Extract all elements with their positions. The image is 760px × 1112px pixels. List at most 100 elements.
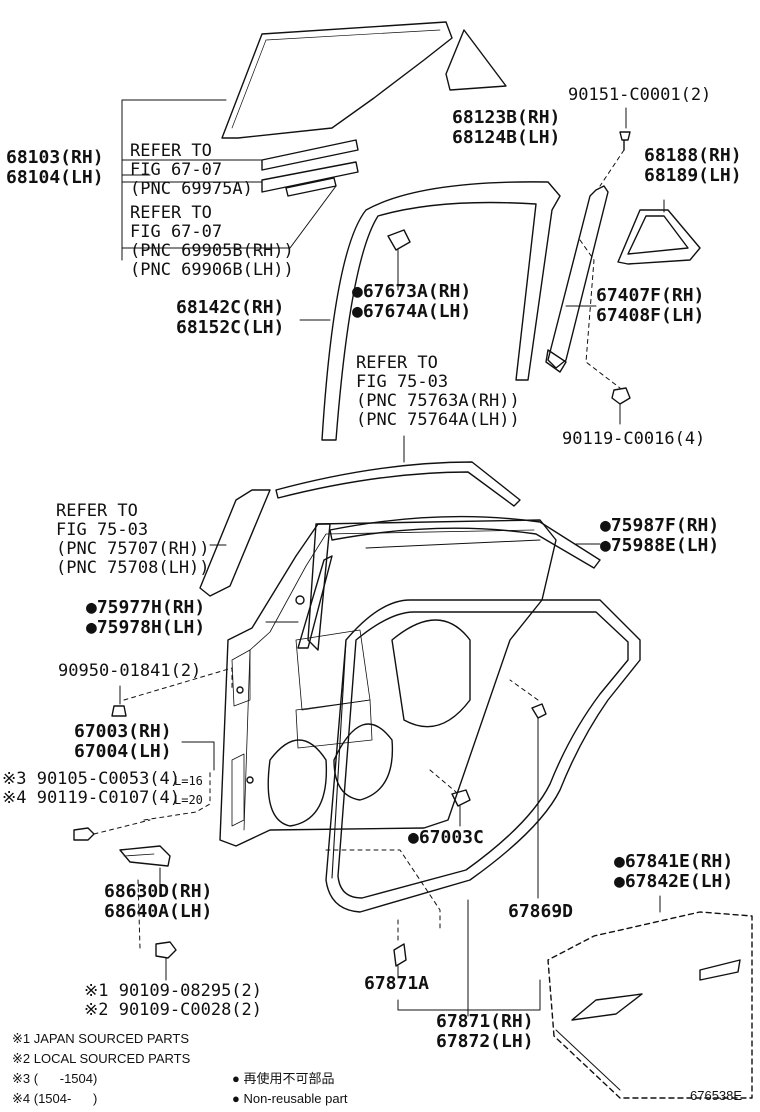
bolt-90119-c0107 (73, 827, 95, 841)
label-68152c-lh: 68152C(LH) (176, 317, 285, 338)
label-68103-rh: 68103(RH) (6, 147, 104, 168)
label-75987: ●75987F(RH) ●75988E(LH) (600, 516, 719, 556)
footnote-local: ※2 LOCAL SOURCED PARTS (12, 1051, 191, 1066)
label-67871a: 67871A (364, 974, 429, 994)
ref-fig-67-07-b: REFER TO FIG 67-07 (PNC 69905B(RH)) (PNC… (130, 204, 294, 280)
label-68640a-lh: 68640A(LH) (104, 901, 213, 922)
label-68188-rh: 68188(RH) (644, 145, 742, 166)
ref-line-4: (PNC 75764A(LH)) (356, 410, 520, 430)
ref-line-2: FIG 67-07 (130, 160, 223, 180)
legend-non-reusable-en: ● Non-reusable part (232, 1091, 348, 1106)
ref-fig-75-03-a: REFER TO FIG 75-03 (PNC 75763A(RH)) (PNC… (356, 354, 520, 430)
label-75978h-lh: ●75978H(LH) (86, 617, 206, 638)
label-90109-c0028: ※2 90109-C0028(2) (84, 1000, 263, 1020)
ref-line-4: (PNC 75708(LH)) (56, 558, 210, 578)
ref-fig-67-07-a: REFER TO FIG 67-07 (PNC 69975A) (130, 142, 253, 199)
door-weatherstrip (325, 599, 641, 913)
screw-90151 (619, 131, 631, 151)
ref-line-3: (PNC 69975A) (130, 179, 253, 199)
label-68104-lh: 68104(LH) (6, 167, 104, 188)
label-90105-c0053: ※3 90105-C0053(4) (2, 769, 181, 789)
label-67871: 67871(RH) 67872(LH) (436, 1012, 534, 1052)
quarter-glass (445, 29, 507, 91)
label-67674a-lh: ●67674A(LH) (352, 301, 472, 322)
label-90950: 90950-01841(2) (58, 662, 201, 681)
quarter-frame (617, 209, 701, 265)
footnote-range-3: ※3 ( -1504) (12, 1071, 98, 1086)
ref-line-1: REFER TO (56, 501, 138, 521)
label-67869: 67869D (508, 902, 573, 922)
label-67003c-text: ●67003C (408, 827, 484, 848)
label-length-16: L=16 (174, 774, 203, 788)
label-67673: ●67673A(RH) ●67674A(LH) (352, 282, 471, 322)
label-68630: 68630D(RH) 68640A(LH) (104, 882, 212, 922)
clip-67871a (393, 943, 407, 967)
label-67673a-rh: ●67673A(RH) (352, 281, 472, 302)
ref-line-2: FIG 67-07 (130, 222, 223, 242)
label-67841: ●67841E(RH) ●67842E(LH) (614, 852, 733, 892)
ref-line-1: REFER TO (130, 203, 212, 223)
belt-molding (275, 461, 521, 507)
ref-line-2: FIG 75-03 (356, 372, 449, 392)
ref-line-2: FIG 75-03 (56, 520, 149, 540)
label-90119-c0107: ※4 90119-C0107(4) (2, 788, 181, 808)
glass-run (321, 181, 561, 441)
label-67003: 67003(RH) 67004(LH) (74, 722, 172, 762)
label-length-20: L=20 (174, 793, 203, 807)
label-68124b-lh: 68124B(LH) (452, 127, 561, 148)
clip-67869d (531, 703, 547, 719)
pillar-garnish (199, 489, 271, 597)
glass-run-strip-1 (261, 139, 359, 171)
label-67003-rh: 67003(RH) (74, 721, 172, 742)
label-75987f-rh: ●75987F(RH) (600, 515, 720, 536)
label-67871a-text: 67871A (364, 973, 430, 994)
label-67869d-text: 67869D (508, 901, 574, 922)
footnote-range-4: ※4 (1504- ) (12, 1091, 98, 1106)
label-90950-text: 90950-01841(2) (58, 661, 202, 681)
label-67841e-rh: ●67841E(RH) (614, 851, 734, 872)
ref-line-1: REFER TO (130, 141, 212, 161)
label-68142: 68142C(RH) 68152C(LH) (176, 298, 284, 338)
ref-line-3: (PNC 75763A(RH)) (356, 391, 520, 411)
label-68630d-rh: 68630D(RH) (104, 881, 213, 902)
label-68103: 68103(RH) 68104(LH) (6, 148, 104, 188)
label-90151-text: 90151-C0001(2) (568, 85, 712, 105)
label-67872-lh: 67872(LH) (436, 1031, 534, 1052)
label-67842e-lh: ●67842E(LH) (614, 871, 734, 892)
label-67871-rh: 67871(RH) (436, 1011, 534, 1032)
label-67408f-lh: 67408F(LH) (596, 305, 705, 326)
label-90119-c0016: 90119-C0016(4) (562, 430, 705, 449)
label-67407: 67407F(RH) 67408F(LH) (596, 286, 704, 326)
bolt-90109 (155, 941, 177, 959)
door-check (119, 845, 171, 867)
footnote-japan: ※1 JAPAN SOURCED PARTS (12, 1031, 190, 1046)
door-inner-cutout (267, 739, 328, 827)
label-75977h-rh: ●75977H(RH) (86, 597, 206, 618)
clip-90950 (111, 705, 127, 717)
label-67004-lh: 67004(LH) (74, 741, 172, 762)
door-trim-panel (547, 911, 753, 1099)
legend-non-reusable-jp: ● 再使用不可部品 (232, 1071, 335, 1086)
glass-run-strip-3 (285, 177, 337, 197)
division-bar (547, 185, 609, 369)
label-67407f-rh: 67407F(RH) (596, 285, 705, 306)
belt-strip (297, 555, 333, 649)
ref-line-4: (PNC 69906B(LH)) (130, 260, 294, 280)
label-68188: 68188(RH) 68189(LH) (644, 146, 742, 186)
label-75977: ●75977H(RH) ●75978H(LH) (86, 598, 205, 638)
label-68123: 68123B(RH) 68124B(LH) (452, 108, 560, 148)
figure-reference-number: 676538E (690, 1088, 743, 1103)
ref-line-3: (PNC 69905B(RH)) (130, 241, 294, 261)
label-90119-c0016-text: 90119-C0016(4) (562, 429, 706, 449)
label-67003c: ●67003C (408, 828, 484, 848)
label-68123b-rh: 68123B(RH) (452, 107, 561, 128)
ref-fig-75-03-b: REFER TO FIG 75-03 (PNC 75707(RH)) (PNC … (56, 502, 210, 578)
label-90109: ※1 90109-08295(2) ※2 90109-C0028(2) (84, 982, 262, 1020)
label-68189-lh: 68189(LH) (644, 165, 742, 186)
door-panel (219, 519, 557, 847)
ref-line-1: REFER TO (356, 353, 438, 373)
label-90109-08295: ※1 90109-08295(2) (84, 981, 263, 1001)
bolt-90119-c0016 (611, 387, 631, 405)
clip-67003c (451, 789, 471, 807)
